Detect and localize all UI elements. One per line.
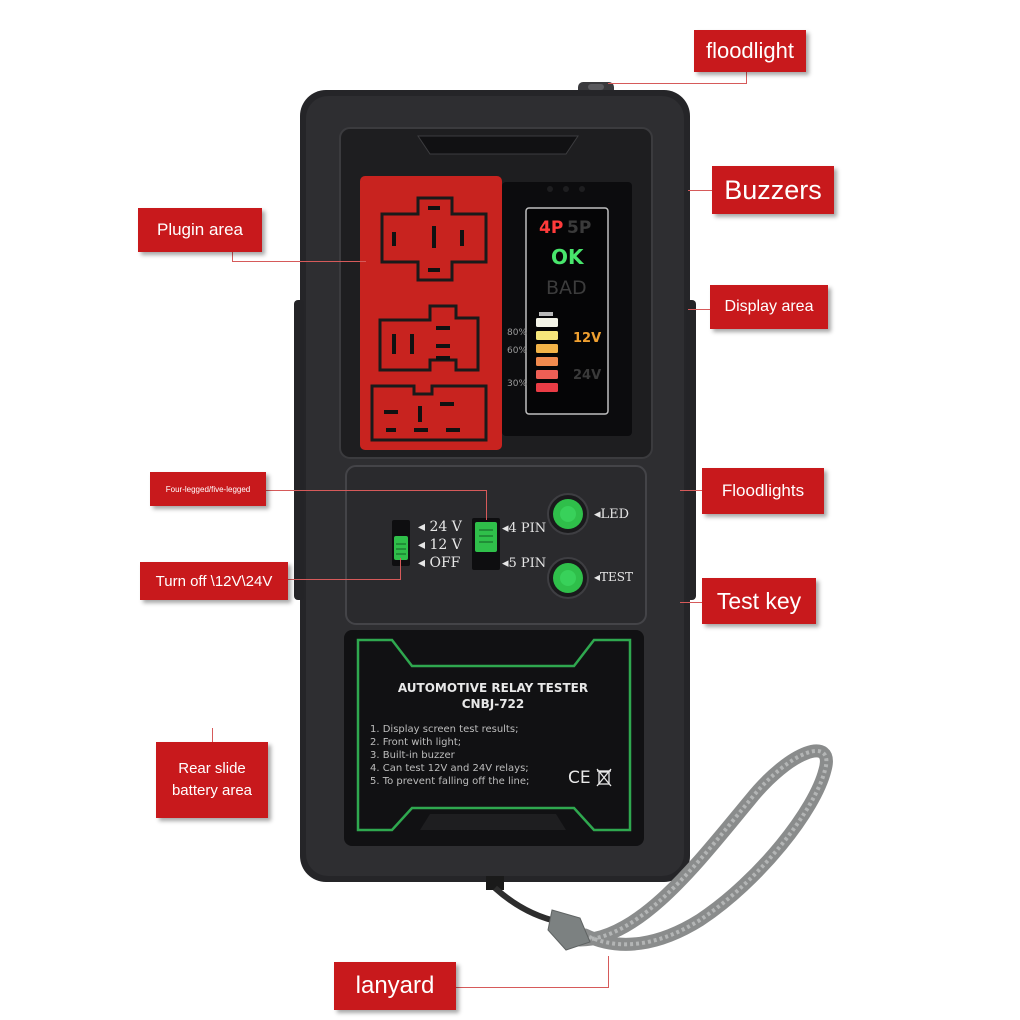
battery-bar: [536, 370, 558, 379]
test-button-label: ◂TEST: [594, 570, 634, 584]
screen-bad: BAD: [546, 277, 587, 299]
pin-switch-knob[interactable]: [475, 522, 497, 552]
switch-4pin-label: ◂4 PIN: [502, 521, 547, 536]
callout-display-area: Display area: [710, 285, 828, 329]
callout-floodlight: floodlight: [694, 30, 806, 72]
leader-legs-v: [486, 490, 487, 520]
feature-item: 1. Display screen test results;: [370, 724, 519, 735]
leader-rear-v: [212, 728, 213, 742]
battery-cap-icon: [539, 312, 553, 316]
battery-level-bars: [536, 318, 558, 392]
screen-5p: 5P: [567, 218, 592, 238]
leader-plugin-v: [232, 252, 233, 262]
callout-floodlights: Floodlights: [702, 468, 824, 514]
screen-pct-60: 60%: [507, 346, 528, 356]
callout-rear-slide-line2: battery area: [171, 782, 253, 799]
switch-12v-label: ◂ 12 V: [418, 537, 462, 553]
product-title: AUTOMOTIVE RELAY TESTER: [397, 681, 589, 695]
lanyard-clasp: [547, 909, 591, 951]
leader-display: [688, 309, 710, 310]
battery-cover: [344, 630, 644, 846]
feature-item: 5. To prevent falling off the line;: [370, 776, 530, 787]
callout-turn-off: Turn off \12V\24V: [140, 562, 288, 600]
buzzer-hole: [579, 186, 585, 192]
lanyard-anchor: [486, 876, 504, 890]
switch-5pin-label: ◂5 PIN: [502, 556, 547, 571]
leader-floodlight: [608, 83, 747, 84]
battery-bar: [536, 344, 558, 353]
feature-item: 4. Can test 12V and 24V relays;: [370, 763, 529, 774]
screen-24v: 24V: [573, 368, 602, 383]
leader-testkey: [680, 602, 702, 603]
leader-turnoff-v: [400, 558, 401, 580]
battery-bar: [536, 357, 558, 366]
callout-buzzers: Buzzers: [712, 166, 834, 214]
screen-ok: OK: [551, 245, 584, 269]
callout-plugin-area: Plugin area: [138, 208, 262, 252]
feature-list: 1. Display screen test results; 2. Front…: [370, 723, 529, 788]
screen-pct-80: 80%: [507, 328, 528, 338]
screen-4p: 4P: [539, 218, 564, 238]
callout-rear-slide: Rear slide battery area: [156, 742, 268, 818]
feature-item: 3. Built-in buzzer: [370, 750, 455, 761]
leader-lanyard-v: [608, 956, 609, 988]
callout-test-key: Test key: [702, 578, 816, 624]
battery-bar: [536, 318, 558, 327]
screen-pct-30: 30%: [507, 379, 528, 389]
switch-24v-label: ◂ 24 V: [418, 519, 462, 535]
leader-plugin: [232, 261, 366, 262]
weee-bin-icon: [596, 768, 612, 787]
leader-buzzers: [688, 190, 712, 191]
voltage-switch-knob[interactable]: [394, 536, 408, 560]
buzzer-hole: [563, 186, 569, 192]
battery-bar: [536, 331, 558, 340]
buzzer-hole: [547, 186, 553, 192]
product-model: CNBJ-722: [461, 697, 525, 711]
callout-lanyard: lanyard: [334, 962, 456, 1010]
callout-four-five-legged: Four-legged/five-legged: [150, 472, 266, 506]
battery-bar: [536, 383, 558, 392]
leader-legs: [266, 490, 486, 491]
leader-lanyard: [456, 987, 609, 988]
switch-off-label: ◂ OFF: [418, 555, 461, 571]
leader-floodlight-v: [746, 70, 747, 84]
feature-item: 2. Front with light;: [370, 737, 462, 748]
leader-floodlights: [680, 490, 702, 491]
leader-turnoff: [288, 579, 400, 580]
led-button-label: ◂LED: [594, 507, 630, 522]
ce-mark: CE: [568, 768, 591, 788]
screen-12v: 12V: [573, 331, 602, 346]
callout-rear-slide-line1: Rear slide: [178, 760, 246, 777]
